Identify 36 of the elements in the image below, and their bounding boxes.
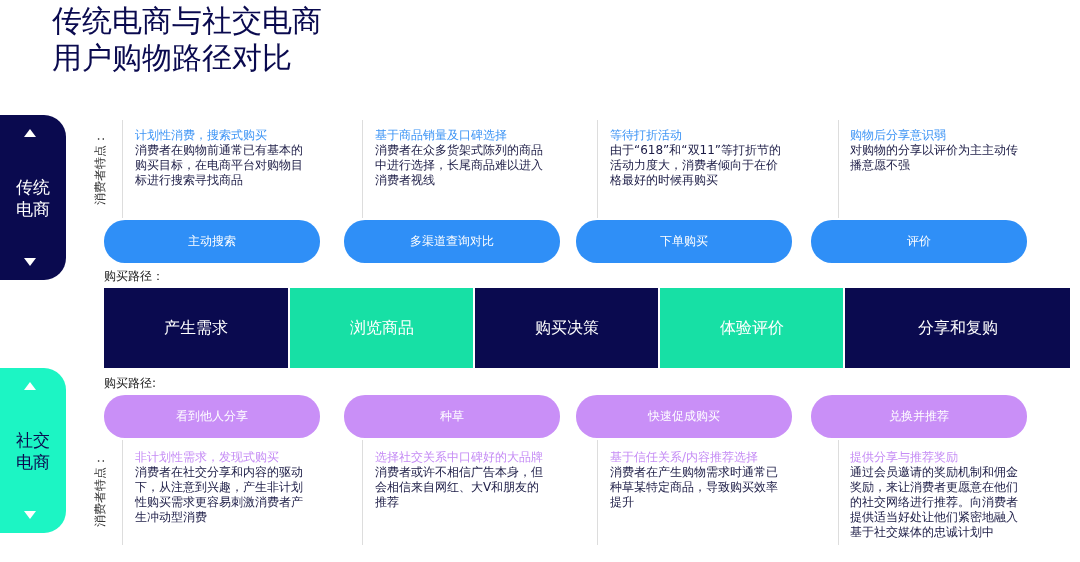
- title: 传统电商与社交电商用户购物路径对比: [52, 2, 323, 76]
- stage-box: 分享和复购: [845, 288, 1070, 368]
- path-step-pill: 看到他人分享: [104, 395, 320, 438]
- column-heading: 基于商品销量及口碑选择: [375, 128, 508, 143]
- column-description: 消费者在产生购物需求时通常已种草某特定商品，导致购买效率提升: [610, 465, 779, 510]
- stage-box: 产生需求: [104, 288, 288, 368]
- path-step-pill: 下单购买: [576, 220, 792, 263]
- column-heading: 基于信任关系/内容推荐选择: [610, 450, 760, 465]
- path-step-pill: 评价: [811, 220, 1027, 263]
- column-heading: 等待打折活动: [610, 128, 683, 143]
- path-step-pill: 兑换并推荐: [811, 395, 1027, 438]
- path-step-pill: 主动搜索: [104, 220, 320, 263]
- path-step-pill: 多渠道查询对比: [344, 220, 560, 263]
- stage-box: 浏览商品: [290, 288, 473, 368]
- stage-box: 购买决策: [475, 288, 658, 368]
- column-description: 对购物的分享以评价为主主动传播意愿不强: [850, 143, 1019, 173]
- column-description: 由于“618”和“双11”等打折节的活动力度大，消费者倾向于在价格最好的时候再购买: [610, 143, 782, 188]
- category-tab: 传统电商: [0, 115, 66, 280]
- section-label: 购买路径：: [104, 268, 164, 285]
- column-heading: 计划性消费，搜索式购买: [135, 128, 268, 143]
- path-step-pill: 种草: [344, 395, 560, 438]
- column-description: 消费者在购物前通常已有基本的购买目标，在电商平台对购物目标进行搜索寻找商品: [135, 143, 303, 188]
- column-heading: 选择社交关系中口碑好的大品牌: [375, 450, 544, 465]
- column-description: 通过会员邀请的奖励机制和佣金奖励，来让消费者更愿意在他们的社交网络进行推荐。向消费者提供适当好处让他们紧密地融入基于社交媒体的忠诚计划中: [850, 465, 1019, 540]
- column-heading: 提供分享与推荐奖励: [850, 450, 959, 465]
- vertical-label: 消费者特点：: [93, 455, 107, 527]
- category-tab: 社交电商: [0, 368, 66, 533]
- column-description: 消费者或许不相信广告本身，但会相信来自网红、大V和朋友的推荐: [375, 465, 544, 510]
- stage-box: 体验评价: [660, 288, 843, 368]
- path-step-pill: 快速促成购买: [576, 395, 792, 438]
- column-heading: 购物后分享意识弱: [850, 128, 947, 143]
- vertical-label: 消费者特点：: [93, 133, 107, 205]
- column-heading: 非计划性需求，发现式购买: [135, 450, 280, 465]
- column-description: 消费者在众多货架式陈列的商品中进行选择，长尾商品难以进入消费者视线: [375, 143, 544, 188]
- section-label: 购买路径:: [104, 375, 157, 392]
- column-description: 消费者在社交分享和内容的驱动下，从注意到兴趣，产生非计划性购买需求更容易刺激消费者产生冲动型消费: [135, 465, 303, 525]
